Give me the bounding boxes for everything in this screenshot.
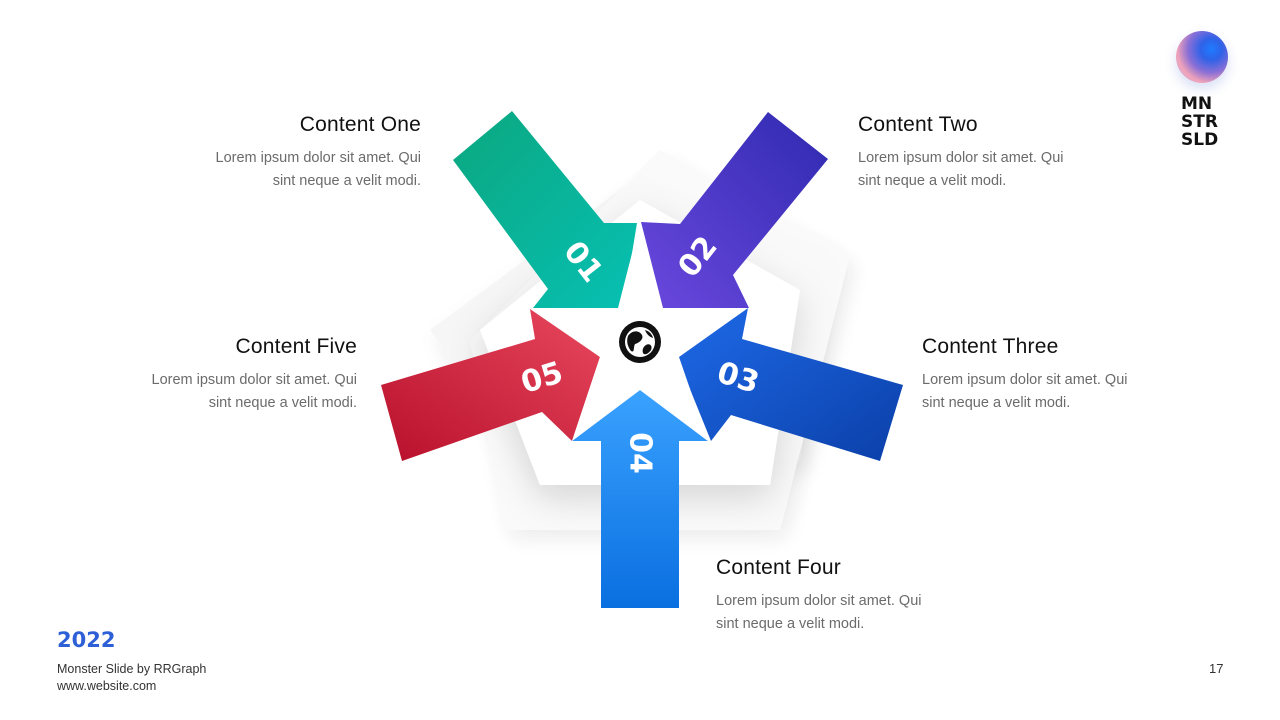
content-five-title: Content Five xyxy=(235,335,357,358)
brand-logo-orb xyxy=(1176,31,1228,83)
brand-logo-text: MN STR SLD xyxy=(1181,95,1241,149)
content-four-title: Content Four xyxy=(716,556,841,579)
footer-year: 2022 xyxy=(57,628,116,652)
content-four-text: Lorem ipsum dolor sit amet. Qui sint neq… xyxy=(716,593,922,632)
globe-icon xyxy=(619,321,661,363)
content-three-text: Lorem ipsum dolor sit amet. Qui sint neq… xyxy=(922,372,1128,411)
content-three-title: Content Three xyxy=(922,335,1059,358)
arrow-01 xyxy=(453,111,637,308)
content-one-text: Lorem ipsum dolor sit amet. Qui sint neq… xyxy=(215,150,422,189)
arrow-03 xyxy=(677,308,903,461)
arrow-05 xyxy=(381,309,600,461)
content-two-block: Content Two Lorem ipsum dolor sit amet. … xyxy=(858,113,1158,193)
logo-line-2: STR xyxy=(1181,112,1218,132)
content-two-text: Lorem ipsum dolor sit amet. Qui sint neq… xyxy=(858,150,1064,189)
arrow-04 xyxy=(572,390,708,608)
content-four-block: Content Four Lorem ipsum dolor sit amet.… xyxy=(716,556,1016,636)
number-04-label: 04 xyxy=(623,432,658,474)
arrow-02 xyxy=(641,112,828,308)
logo-line-3: SLD xyxy=(1181,130,1219,150)
content-five-block: Content Five Lorem ipsum dolor sit amet.… xyxy=(57,335,358,415)
footer-brand: Monster Slide by RRGraph xyxy=(57,662,207,676)
content-one-block: Content One Lorem ipsum dolor sit amet. … xyxy=(121,113,422,193)
content-one-title: Content One xyxy=(299,113,421,136)
page-number: 17 xyxy=(1209,661,1224,676)
content-five-text: Lorem ipsum dolor sit amet. Qui sint neq… xyxy=(151,372,358,411)
content-three-block: Content Three Lorem ipsum dolor sit amet… xyxy=(922,335,1222,415)
logo-line-1: MN xyxy=(1181,94,1213,114)
content-two-title: Content Two xyxy=(858,113,978,136)
footer-url: www.website.com xyxy=(57,679,157,693)
